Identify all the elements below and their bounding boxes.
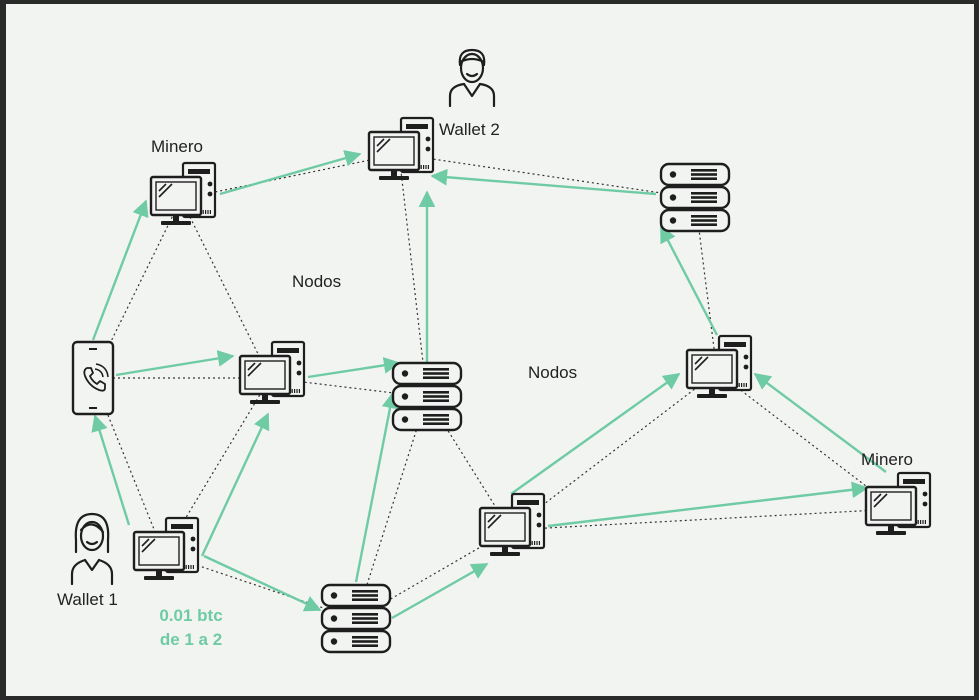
dotted-edge-server-top-right-pc-center-right	[694, 197, 718, 373]
dotted-edge-pc-wallet1-server-bottom	[163, 553, 357, 620]
pc-wallet1-computer-icon	[132, 516, 200, 580]
wallet2-label: Wallet 2	[439, 120, 500, 139]
phone-phone-icon	[71, 340, 115, 416]
minero-right-label: Minero	[861, 450, 913, 469]
pc-minero-top-computer-icon	[149, 161, 217, 225]
arrow-server-top-right-to-pc-wallet2	[430, 168, 657, 196]
nodos-right-label: Nodos	[528, 363, 578, 382]
transaction-route: de 1 a 2	[159, 630, 223, 649]
dotted-edge-pc-bottom-mid-pc-minero-right	[509, 508, 897, 531]
arrow-pc-bottom-mid-to-pc-center-right	[510, 373, 681, 495]
arrow-phone-to-pc-center-left	[115, 350, 235, 377]
arrow-pc-wallet1-to-server-bottom	[203, 554, 322, 612]
dotted-edge-pc-minero-top-pc-wallet2	[180, 153, 400, 200]
arrow-pc-minero-top-to-pc-wallet2	[219, 150, 362, 196]
diagram-canvas	[70, 48, 932, 654]
transaction-amount: 0.01 btc	[159, 606, 223, 625]
minero-top-label: Minero	[151, 137, 203, 156]
transaction-note: 0.01 btc de 1 a 2	[136, 604, 246, 652]
server-top-right-server-icon	[659, 162, 731, 233]
dotted-edge-pc-bottom-mid-pc-center-right	[509, 371, 718, 531]
pc-bottom-mid-computer-icon	[478, 492, 546, 556]
dotted-edge-pc-minero-top-pc-center-left	[180, 198, 271, 379]
wallet1-label: Wallet 1	[57, 590, 118, 609]
network-diagram: Minero Wallet 2 Nodos Nodos Minero Walle…	[6, 4, 974, 696]
pc-center-right-computer-icon	[685, 334, 753, 398]
people-layer	[70, 48, 496, 586]
arrow-pc-center-right-to-server-top-right	[659, 225, 719, 336]
server-center-server-icon	[391, 361, 463, 432]
dotted-edge-pc-wallet2-server-center	[398, 153, 428, 398]
arrow-pc-wallet1-to-pc-center-left	[200, 412, 270, 557]
nodos-left-label: Nodos	[292, 272, 342, 291]
arrow-server-bottom-to-pc-bottom-mid	[391, 562, 489, 620]
wallet2-person-icon	[448, 48, 496, 108]
pc-wallet2-computer-icon	[367, 116, 435, 180]
pc-center-left-computer-icon	[238, 340, 306, 404]
dotted-connections	[92, 153, 897, 620]
arrow-pc-center-left-to-server-center	[307, 356, 401, 379]
pc-minero-right-computer-icon	[864, 471, 932, 535]
arrow-pc-minero-right-to-pc-center-right	[753, 372, 887, 473]
server-bottom-server-icon	[320, 583, 392, 654]
arrow-pc-bottom-mid-to-pc-minero-right	[547, 481, 869, 528]
arrow-phone-to-pc-minero-top	[91, 199, 149, 341]
network-nodes	[71, 116, 932, 654]
dotted-edge-server-center-server-bottom	[355, 396, 428, 620]
transaction-arrows	[91, 150, 887, 620]
arrow-server-bottom-to-server-center	[354, 391, 399, 583]
arrow-pc-wallet1-to-phone	[91, 414, 131, 526]
wallet1-person-icon	[70, 512, 114, 586]
